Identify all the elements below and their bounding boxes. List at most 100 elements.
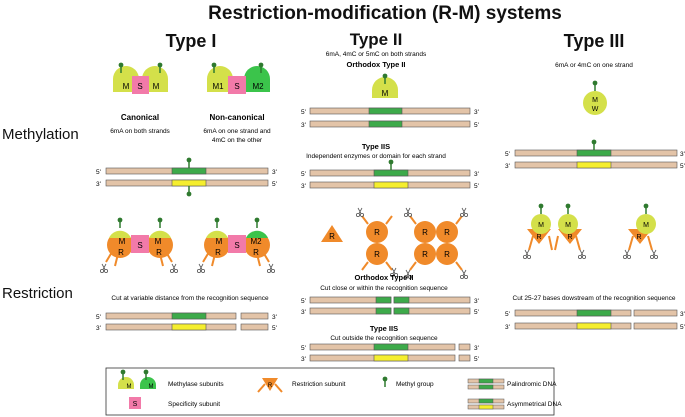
svg-text:5': 5' [474,122,479,129]
svg-text:5': 5' [301,171,306,178]
svg-text:5': 5' [680,163,685,170]
svg-text:3': 3' [474,345,479,352]
svg-text:M: M [216,237,223,246]
svg-text:3': 3' [272,169,277,176]
svg-text:3': 3' [96,325,101,332]
svg-text:3': 3' [680,311,685,318]
type3-methylase: M W [583,79,607,115]
legend-palindromic-icon [467,378,505,390]
type2s-restriction-dna: 5' 3' 3' 5' [301,343,479,363]
legend-asymmetrical-label: Asymmetrical DNA [507,401,562,408]
svg-text:R: R [422,250,428,259]
svg-text:S: S [137,82,142,91]
svg-text:S: S [137,241,142,250]
svg-text:5': 5' [474,356,479,363]
svg-text:3': 3' [474,109,479,116]
restriction-row-label: Restriction [2,285,73,302]
svg-text:3': 3' [474,298,479,305]
type2-r-tetramer: R R R R [403,207,469,280]
legend-restriction-icon: R [257,378,283,393]
svg-text:R: R [374,250,380,259]
svg-text:R: R [444,250,450,259]
svg-text:M: M [538,222,544,229]
svg-text:W: W [592,106,599,113]
legend-box: M M Methylase subunits S Specificity sub… [105,367,562,416]
orthodox-type2-restriction-desc: Cut close or within the recognition sequ… [320,285,448,292]
canonical-title: Canonical [121,113,159,122]
svg-text:M: M [592,97,598,104]
svg-text:M2: M2 [250,237,262,246]
svg-text:S: S [234,241,239,250]
svg-text:M: M [123,82,130,91]
svg-text:M: M [119,237,126,246]
legend-methyl-label: Methyl group [396,381,434,388]
svg-text:5': 5' [301,298,306,305]
type2s-dna: 5' 3' 3' 5' [301,158,479,190]
type1-restriction-dna: 5' 3' 3' 5' [96,312,277,332]
type2-heading: Type II [350,30,403,49]
svg-text:3': 3' [272,314,277,321]
svg-text:5': 5' [301,345,306,352]
svg-text:5': 5' [301,109,306,116]
legend-specificity-label: Specificity subunit [168,401,220,408]
type1-noncanonical-restriction-complex: M R S M2 R [196,216,276,274]
svg-text:R: R [156,248,162,257]
type2s-label: Type IIS [362,142,390,151]
noncanonical-desc-line2: 4mC on the other [212,137,263,144]
type1-canonical-complex: M S M [113,61,168,94]
type2-methylase: M [372,72,398,98]
svg-text:5': 5' [474,309,479,316]
type3-restriction-dna: 5' 3' 3' 5' [505,309,685,331]
svg-text:M1: M1 [212,82,224,91]
svg-text:5': 5' [272,325,277,332]
type3-subtitle: 6mA or 4mC on one strand [555,62,633,69]
type3-methylation-dna: 5' 3' 3' 5' [505,138,685,170]
svg-text:3': 3' [301,122,306,129]
type2s-restriction-label: Type IIS [370,324,398,333]
svg-text:R: R [374,228,380,237]
canonical-desc: 6mA on both strands [110,128,170,135]
page-title: Restriction-modification (R-M) systems [208,3,562,24]
svg-text:3': 3' [680,151,685,158]
svg-text:R: R [268,383,273,389]
legend-methylase-icons: M M [118,368,156,390]
type2-orthodox-dna: 5' 3' 3' 5' [301,107,479,129]
svg-text:5': 5' [680,324,685,331]
type2-subtitle: 6mA, 4mC or 5mC on both strands [326,51,427,58]
methylation-row-label: Methylation [2,126,79,143]
type1-restriction-note: Cut at variable distance from the recogn… [111,295,269,302]
svg-text:R: R [253,248,259,257]
svg-text:M: M [382,89,389,98]
svg-text:5': 5' [96,314,101,321]
type2s-restriction-desc: Cut outside the recognition sequence [330,335,438,342]
type1-noncanonical-complex: M1 S M2 [207,61,270,94]
orthodox-type2-label: Orthodox Type II [346,60,405,69]
svg-text:R: R [329,232,335,241]
type3-restriction-complex-single: M R [623,202,658,260]
type2-r-dimer: R R [355,207,399,278]
svg-text:5': 5' [96,169,101,176]
svg-text:3': 3' [301,356,306,363]
svg-text:M: M [149,384,154,390]
legend-asymmetrical-icon [467,398,505,410]
svg-text:3': 3' [96,181,101,188]
type2-restriction-enzymes: R R R R R R R [321,207,469,280]
svg-text:R: R [444,228,450,237]
type1-methylation-dna: 5' 3' 3' 5' [96,156,277,198]
legend-methylase-label: Methylase subunits [168,381,224,388]
svg-text:M: M [153,82,160,91]
type3-restriction-complex-pair: M R M R [523,202,586,260]
svg-text:M: M [643,222,649,229]
svg-text:R: R [215,248,221,257]
type1-heading: Type I [166,31,217,51]
svg-text:3': 3' [301,309,306,316]
orthodox-type2-restriction-label: Orthodox Type II [354,273,413,282]
svg-text:3': 3' [505,324,510,331]
noncanonical-desc-line1: 6mA on one strand and [203,128,271,135]
legend-palindromic-label: Palindromic DNA [507,381,557,388]
svg-text:S: S [133,401,138,408]
svg-text:5': 5' [272,181,277,188]
svg-text:R: R [422,228,428,237]
type1-canonical-restriction-complex: M R S M R [100,216,179,274]
